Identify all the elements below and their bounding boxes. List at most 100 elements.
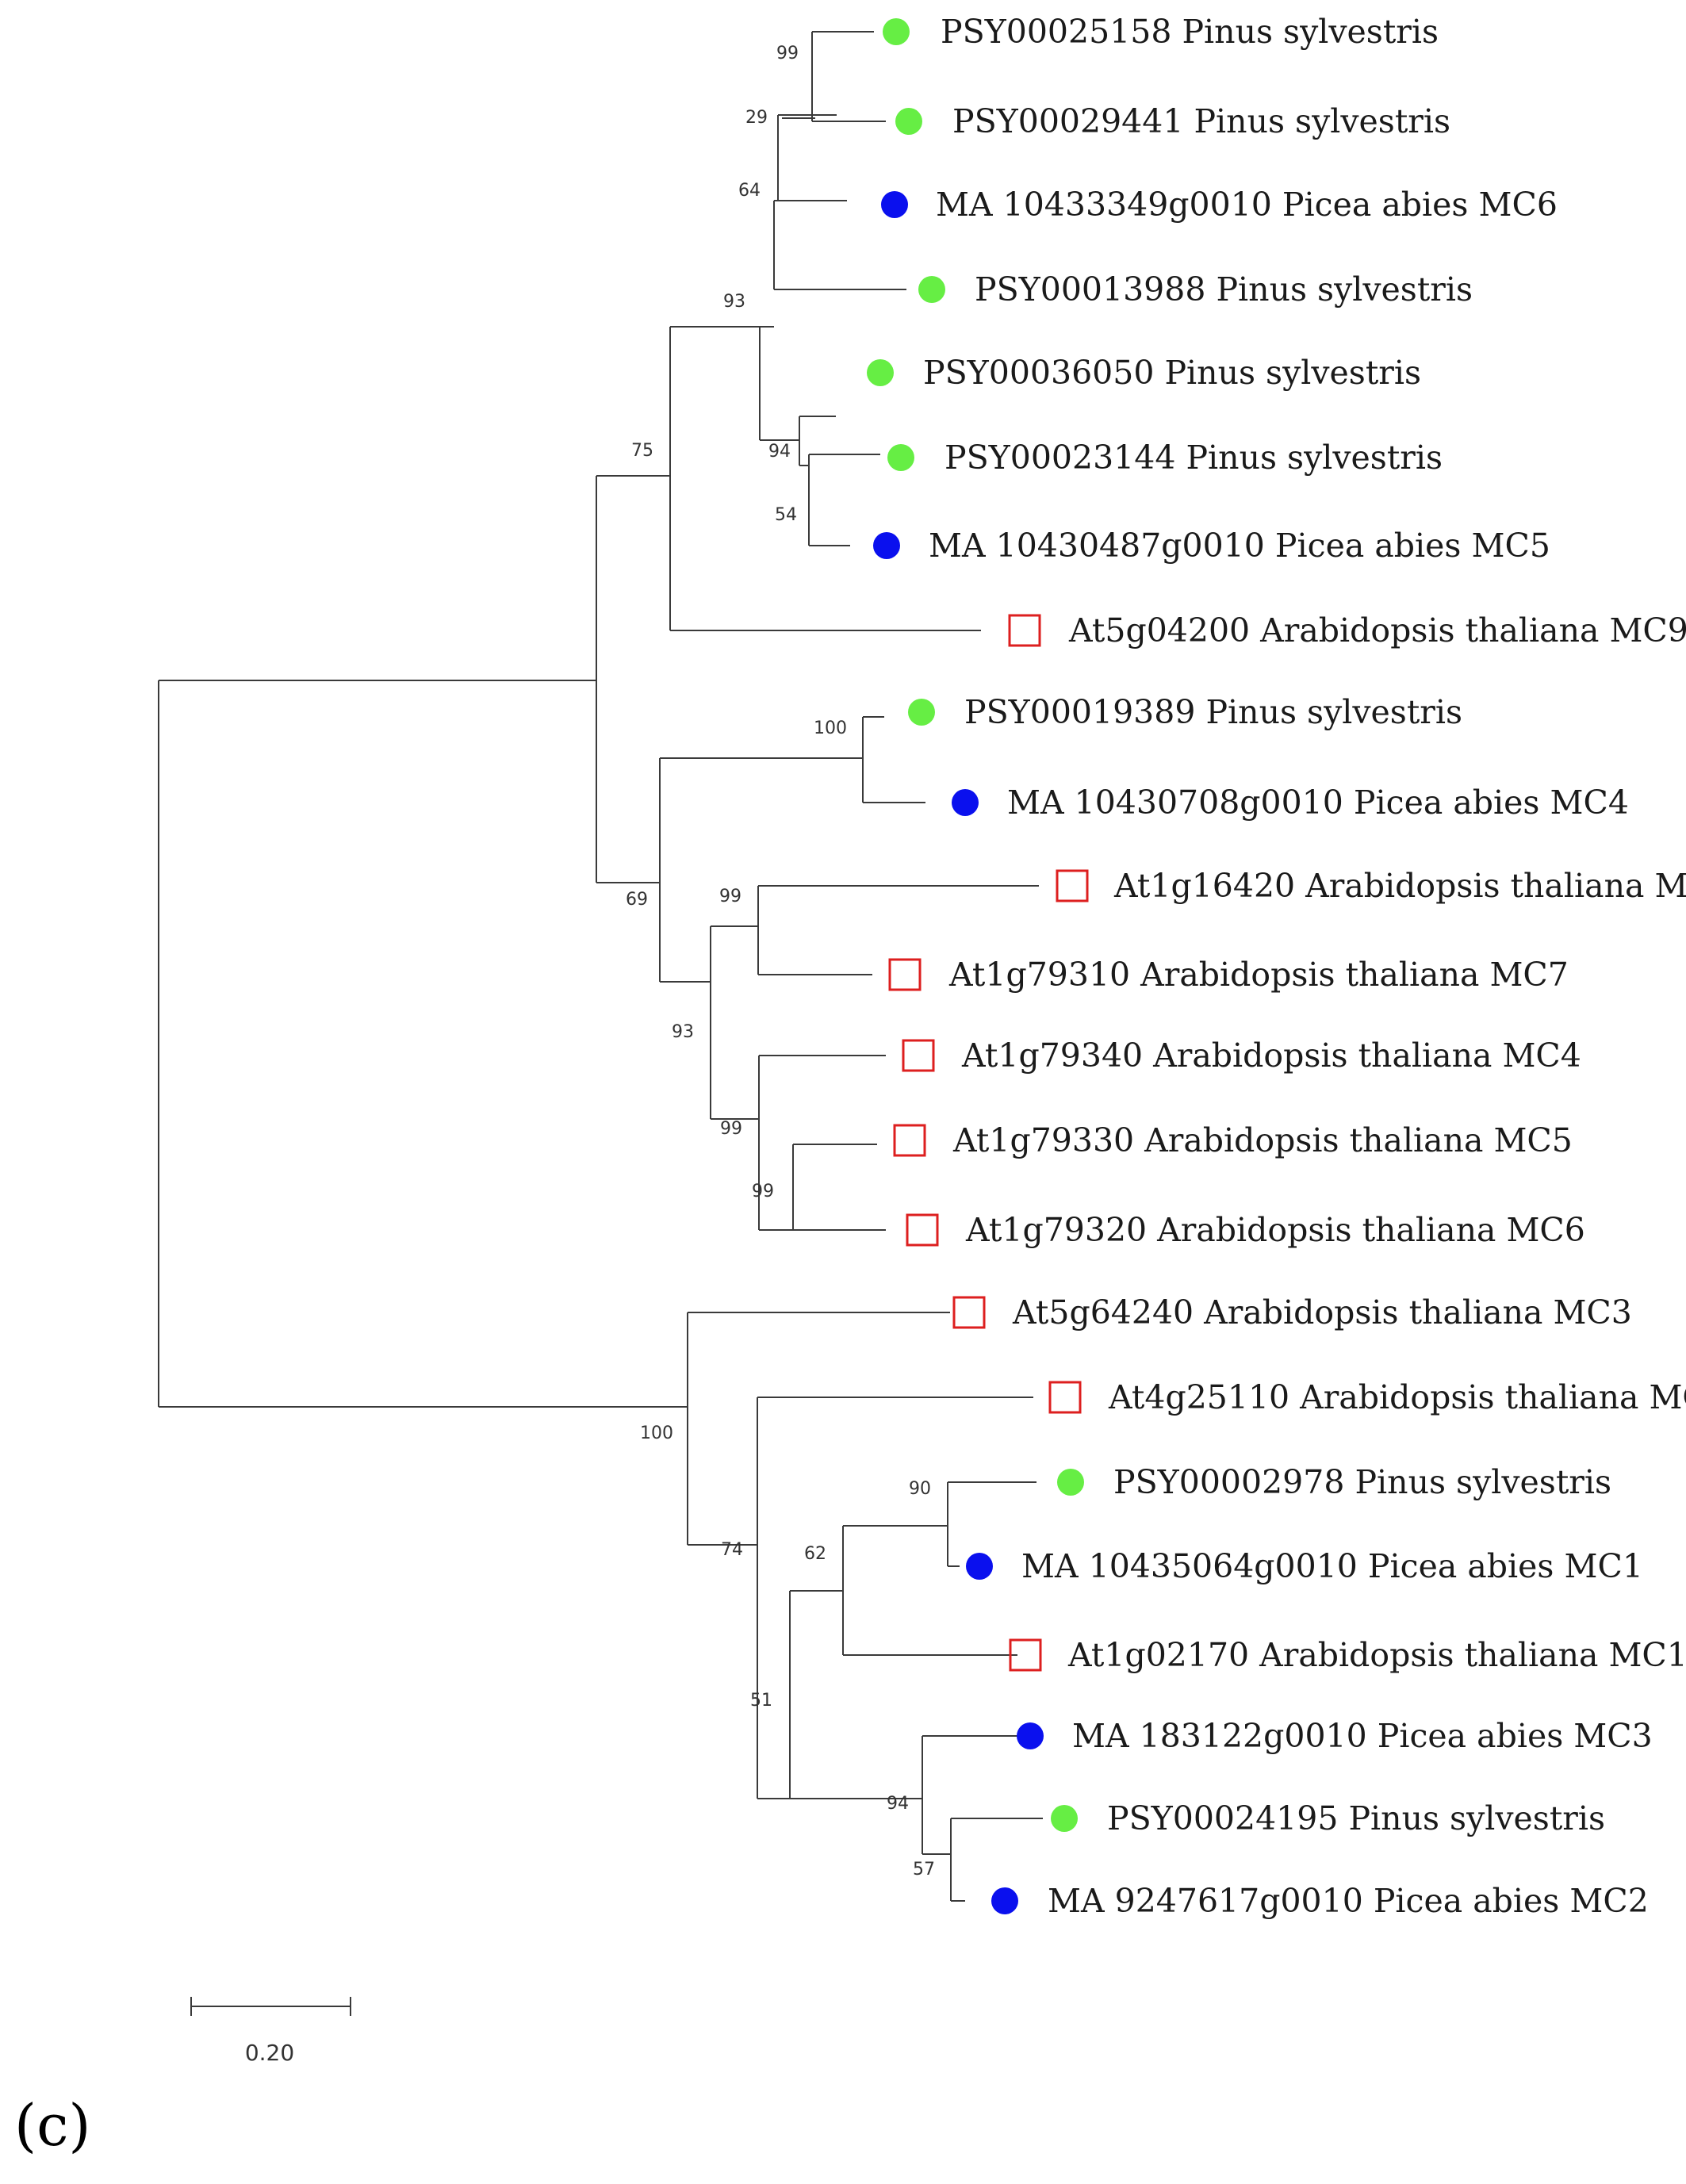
bootstrap-value: 54 bbox=[775, 505, 797, 525]
leaf: PSY00013988 Pinus sylvestris bbox=[918, 270, 1473, 308]
square-marker-icon bbox=[952, 1296, 986, 1329]
bootstrap-value: 99 bbox=[776, 44, 799, 63]
taxon-label: PSY00036050 Pinus sylvestris bbox=[923, 354, 1421, 392]
taxon-label: At5g04200 Arabidopsis thaliana MC9 bbox=[1068, 611, 1686, 649]
leaf: At1g79310 Arabidopsis thaliana MC7 bbox=[888, 956, 1569, 994]
taxon-label: PSY00002978 Pinus sylvestris bbox=[1113, 1463, 1611, 1501]
bootstrap-value: 99 bbox=[719, 887, 741, 906]
taxon-label: MA 10430708g0010 Picea abies MC4 bbox=[1007, 784, 1629, 822]
square-marker-icon bbox=[893, 1124, 926, 1157]
square-marker-icon bbox=[906, 1213, 939, 1247]
bootstrap-value: 51 bbox=[750, 1691, 772, 1711]
branch-clade-pinus-picea-a bbox=[669, 30, 981, 632]
taxon-label: MA 10430487g0010 Picea abies MC5 bbox=[929, 527, 1550, 565]
branch-clade-upper-b bbox=[658, 715, 1039, 1232]
circle-marker-icon bbox=[873, 532, 900, 559]
taxon-label: At4g25110 Arabidopsis thaliana MC2 bbox=[1108, 1378, 1686, 1416]
bootstrap-value: 90 bbox=[909, 1479, 931, 1499]
square-marker-icon bbox=[1008, 614, 1041, 647]
bootstrap-value: 94 bbox=[768, 442, 791, 462]
circle-marker-icon bbox=[895, 108, 922, 135]
scale-bar-line bbox=[190, 1997, 352, 2016]
square-marker-icon bbox=[1009, 1638, 1042, 1672]
leaf: MA 10430487g0010 Picea abies MC5 bbox=[873, 527, 1550, 565]
bootstrap-value: 100 bbox=[640, 1423, 673, 1443]
leaf: PSY00036050 Pinus sylvestris bbox=[867, 354, 1421, 392]
leaf: At1g79330 Arabidopsis thaliana MC5 bbox=[893, 1121, 1573, 1159]
taxon-label: MA 9247617g0010 Picea abies MC2 bbox=[1048, 1882, 1649, 1920]
branch-clade-lower bbox=[686, 1311, 1043, 1902]
taxon-label: MA 10435064g0010 Picea abies MC1 bbox=[1021, 1547, 1643, 1585]
leaf: PSY00023144 Pinus sylvestris bbox=[887, 439, 1443, 477]
taxon-label: At1g02170 Arabidopsis thaliana MC1 bbox=[1067, 1636, 1686, 1674]
bootstrap-value: 74 bbox=[721, 1540, 743, 1560]
leaf: PSY00029441 Pinus sylvestris bbox=[895, 102, 1450, 140]
bootstrap-value: 93 bbox=[672, 1022, 694, 1042]
leaf: PSY00019389 Pinus sylvestris bbox=[908, 693, 1462, 731]
bootstrap-value: 29 bbox=[745, 108, 768, 128]
leaf-layer: PSY00025158 Pinus sylvestrisPSY00029441 … bbox=[867, 13, 1686, 1920]
leaf: At1g79320 Arabidopsis thaliana MC6 bbox=[906, 1211, 1585, 1249]
square-marker-icon bbox=[1056, 869, 1089, 902]
taxon-label: MA 183122g0010 Picea abies MC3 bbox=[1072, 1717, 1653, 1755]
taxon-label: PSY00013988 Pinus sylvestris bbox=[975, 270, 1473, 308]
leaf: MA 9247617g0010 Picea abies MC2 bbox=[991, 1882, 1649, 1920]
bootstrap-value: 99 bbox=[720, 1119, 742, 1139]
circle-marker-icon bbox=[881, 191, 908, 218]
circle-marker-icon bbox=[883, 18, 910, 45]
taxon-label: At1g79310 Arabidopsis thaliana MC7 bbox=[948, 956, 1569, 994]
circle-marker-icon bbox=[867, 359, 894, 386]
leaf: At4g25110 Arabidopsis thaliana MC2 bbox=[1048, 1378, 1686, 1416]
leaf: MA 10433349g0010 Picea abies MC6 bbox=[881, 186, 1558, 224]
leaf: PSY00024195 Pinus sylvestris bbox=[1051, 1799, 1605, 1837]
tree-branches bbox=[157, 30, 1043, 1902]
panel-label: (c) bbox=[14, 2092, 91, 2159]
bootstrap-value: 75 bbox=[631, 441, 653, 461]
square-marker-icon bbox=[902, 1039, 935, 1072]
leaf: At1g79340 Arabidopsis thaliana MC4 bbox=[902, 1036, 1581, 1075]
leaf: MA 10435064g0010 Picea abies MC1 bbox=[966, 1547, 1643, 1585]
branch-clade-upper bbox=[595, 474, 670, 884]
taxon-label: PSY00024195 Pinus sylvestris bbox=[1107, 1799, 1605, 1837]
leaf: MA 183122g0010 Picea abies MC3 bbox=[1017, 1717, 1653, 1755]
taxon-label: At5g64240 Arabidopsis thaliana MC3 bbox=[1012, 1293, 1632, 1331]
leaf: MA 10430708g0010 Picea abies MC4 bbox=[952, 784, 1629, 822]
square-marker-icon bbox=[1048, 1381, 1082, 1414]
scale-bar-label: 0.20 bbox=[245, 2040, 294, 2066]
bootstrap-value: 57 bbox=[913, 1860, 935, 1879]
taxon-label: At1g79330 Arabidopsis thaliana MC5 bbox=[952, 1121, 1573, 1159]
circle-marker-icon bbox=[991, 1887, 1018, 1914]
circle-marker-icon bbox=[887, 444, 914, 471]
circle-marker-icon bbox=[1051, 1805, 1078, 1832]
support-layer: 99 29 64 93 94 54 75 100 69 99 93 99 99 100 74 90 62 51 94… bbox=[626, 44, 935, 1879]
taxon-label: PSY00025158 Pinus sylvestris bbox=[941, 13, 1439, 51]
leaf: At5g64240 Arabidopsis thaliana MC3 bbox=[952, 1293, 1632, 1331]
bootstrap-value: 64 bbox=[738, 181, 761, 201]
leaf: At5g04200 Arabidopsis thaliana MC9 bbox=[1008, 611, 1686, 649]
branch-root bbox=[157, 679, 688, 1408]
scale-bar: 0.20 bbox=[190, 1997, 352, 2066]
bootstrap-value: 100 bbox=[814, 718, 847, 738]
bootstrap-value: 93 bbox=[723, 292, 745, 312]
bootstrap-value: 69 bbox=[626, 890, 648, 910]
circle-marker-icon bbox=[952, 789, 979, 816]
taxon-label: At1g79340 Arabidopsis thaliana MC4 bbox=[961, 1036, 1581, 1075]
taxon-label: At1g16420 Arabidopsis thaliana MC8 bbox=[1113, 867, 1686, 905]
leaf: At1g02170 Arabidopsis thaliana MC1 bbox=[1009, 1636, 1686, 1674]
circle-marker-icon bbox=[1057, 1469, 1084, 1496]
circle-marker-icon bbox=[1017, 1722, 1044, 1749]
circle-marker-icon bbox=[966, 1553, 993, 1580]
taxon-label: MA 10433349g0010 Picea abies MC6 bbox=[936, 186, 1558, 224]
bootstrap-value: 99 bbox=[752, 1182, 774, 1201]
leaf: PSY00025158 Pinus sylvestris bbox=[883, 13, 1439, 51]
circle-marker-icon bbox=[918, 276, 945, 303]
leaf: At1g16420 Arabidopsis thaliana MC8 bbox=[1056, 867, 1686, 905]
leaf: PSY00002978 Pinus sylvestris bbox=[1057, 1463, 1611, 1501]
circle-marker-icon bbox=[908, 699, 935, 726]
taxon-label: PSY00029441 Pinus sylvestris bbox=[952, 102, 1450, 140]
square-marker-icon bbox=[888, 958, 922, 991]
bootstrap-value: 62 bbox=[804, 1544, 826, 1564]
bootstrap-value: 94 bbox=[887, 1794, 909, 1814]
taxon-label: PSY00019389 Pinus sylvestris bbox=[964, 693, 1462, 731]
